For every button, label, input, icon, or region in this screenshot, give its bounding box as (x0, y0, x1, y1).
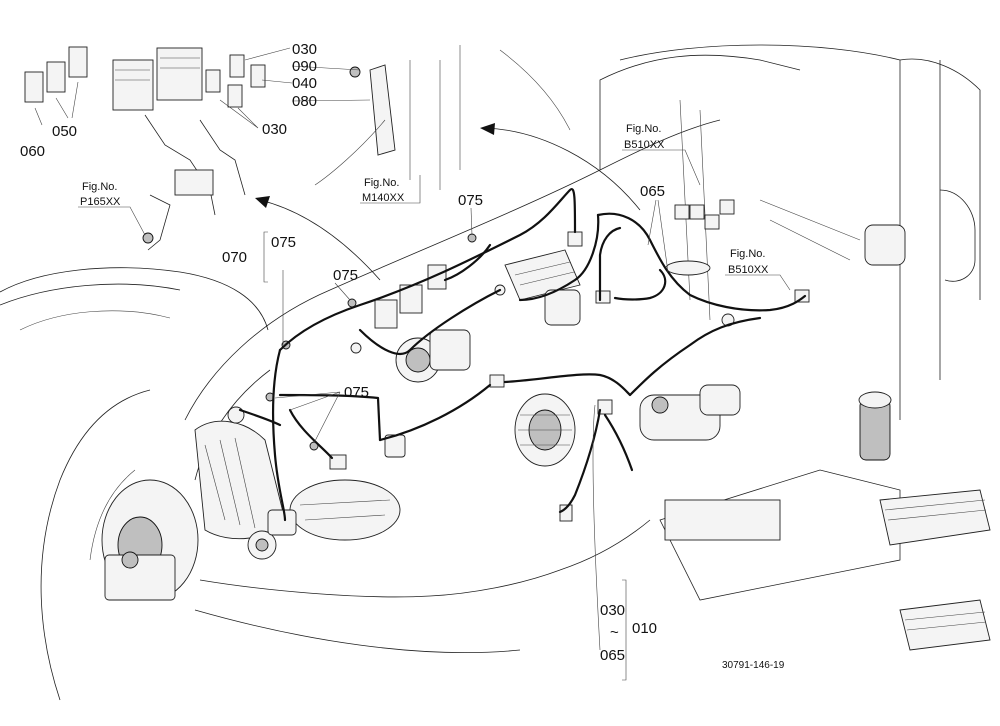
fig-ref-code-p165xx[interactable]: P165XX (80, 196, 121, 208)
bracket-080 (369, 64, 396, 156)
wiring-harness (238, 187, 807, 522)
fig-ref-code-b510xx-lower[interactable]: B510XX (728, 264, 769, 276)
part-label-075-brace: 075 (271, 234, 296, 251)
part-label-065: 065 (640, 183, 665, 200)
fig-ref-code-b510xx-upper[interactable]: B510XX (624, 139, 665, 151)
part-label-range-tilde: ~ (610, 624, 619, 641)
figure-references: Fig.No. P165XX Fig.No. M140XX Fig.No. B5… (80, 123, 769, 276)
fuse-box-b (156, 47, 203, 101)
part-label-090: 090 (292, 58, 317, 75)
part-label-040: 040 (292, 75, 317, 92)
part-label-060: 060 (20, 143, 45, 160)
part-label-075-lower: 075 (344, 384, 369, 401)
solenoid (544, 289, 581, 326)
part-label-030-range-from: 030 (600, 602, 625, 619)
drawing-number: 30791-146-19 (722, 660, 785, 671)
leader-lines (34, 47, 791, 681)
part-label-010: 010 (632, 620, 657, 637)
part-label-030: 030 (292, 41, 317, 58)
fig-ref-code-m140xx[interactable]: M140XX (362, 192, 405, 204)
tractor-body-outline (0, 44, 991, 701)
starter-motor (639, 384, 741, 441)
part-label-065-range-to: 065 (600, 647, 625, 664)
relay-050a (46, 61, 66, 93)
fig-ref-title: Fig.No. (364, 177, 399, 189)
part-label-050: 050 (52, 123, 77, 140)
relay-050b (68, 46, 88, 78)
alternator (514, 393, 576, 467)
part-label-075-mid: 075 (333, 267, 358, 284)
fuse-box-a (112, 59, 154, 111)
fig-ref-title: Fig.No. (626, 123, 661, 135)
part-label-075-top: 075 (458, 192, 483, 209)
part-label-070: 070 (222, 249, 247, 266)
part-number-labels: 030 090 040 080 030 050 060 070 075 075 … (20, 41, 665, 664)
ac-compressor (395, 329, 471, 383)
fig-ref-title: Fig.No. (730, 248, 765, 260)
fig-ref-title: Fig.No. (82, 181, 117, 193)
nut-090 (349, 66, 361, 78)
part-label-030-relay: 030 (262, 121, 287, 138)
part-label-080: 080 (292, 93, 317, 110)
relay-060 (24, 71, 44, 103)
